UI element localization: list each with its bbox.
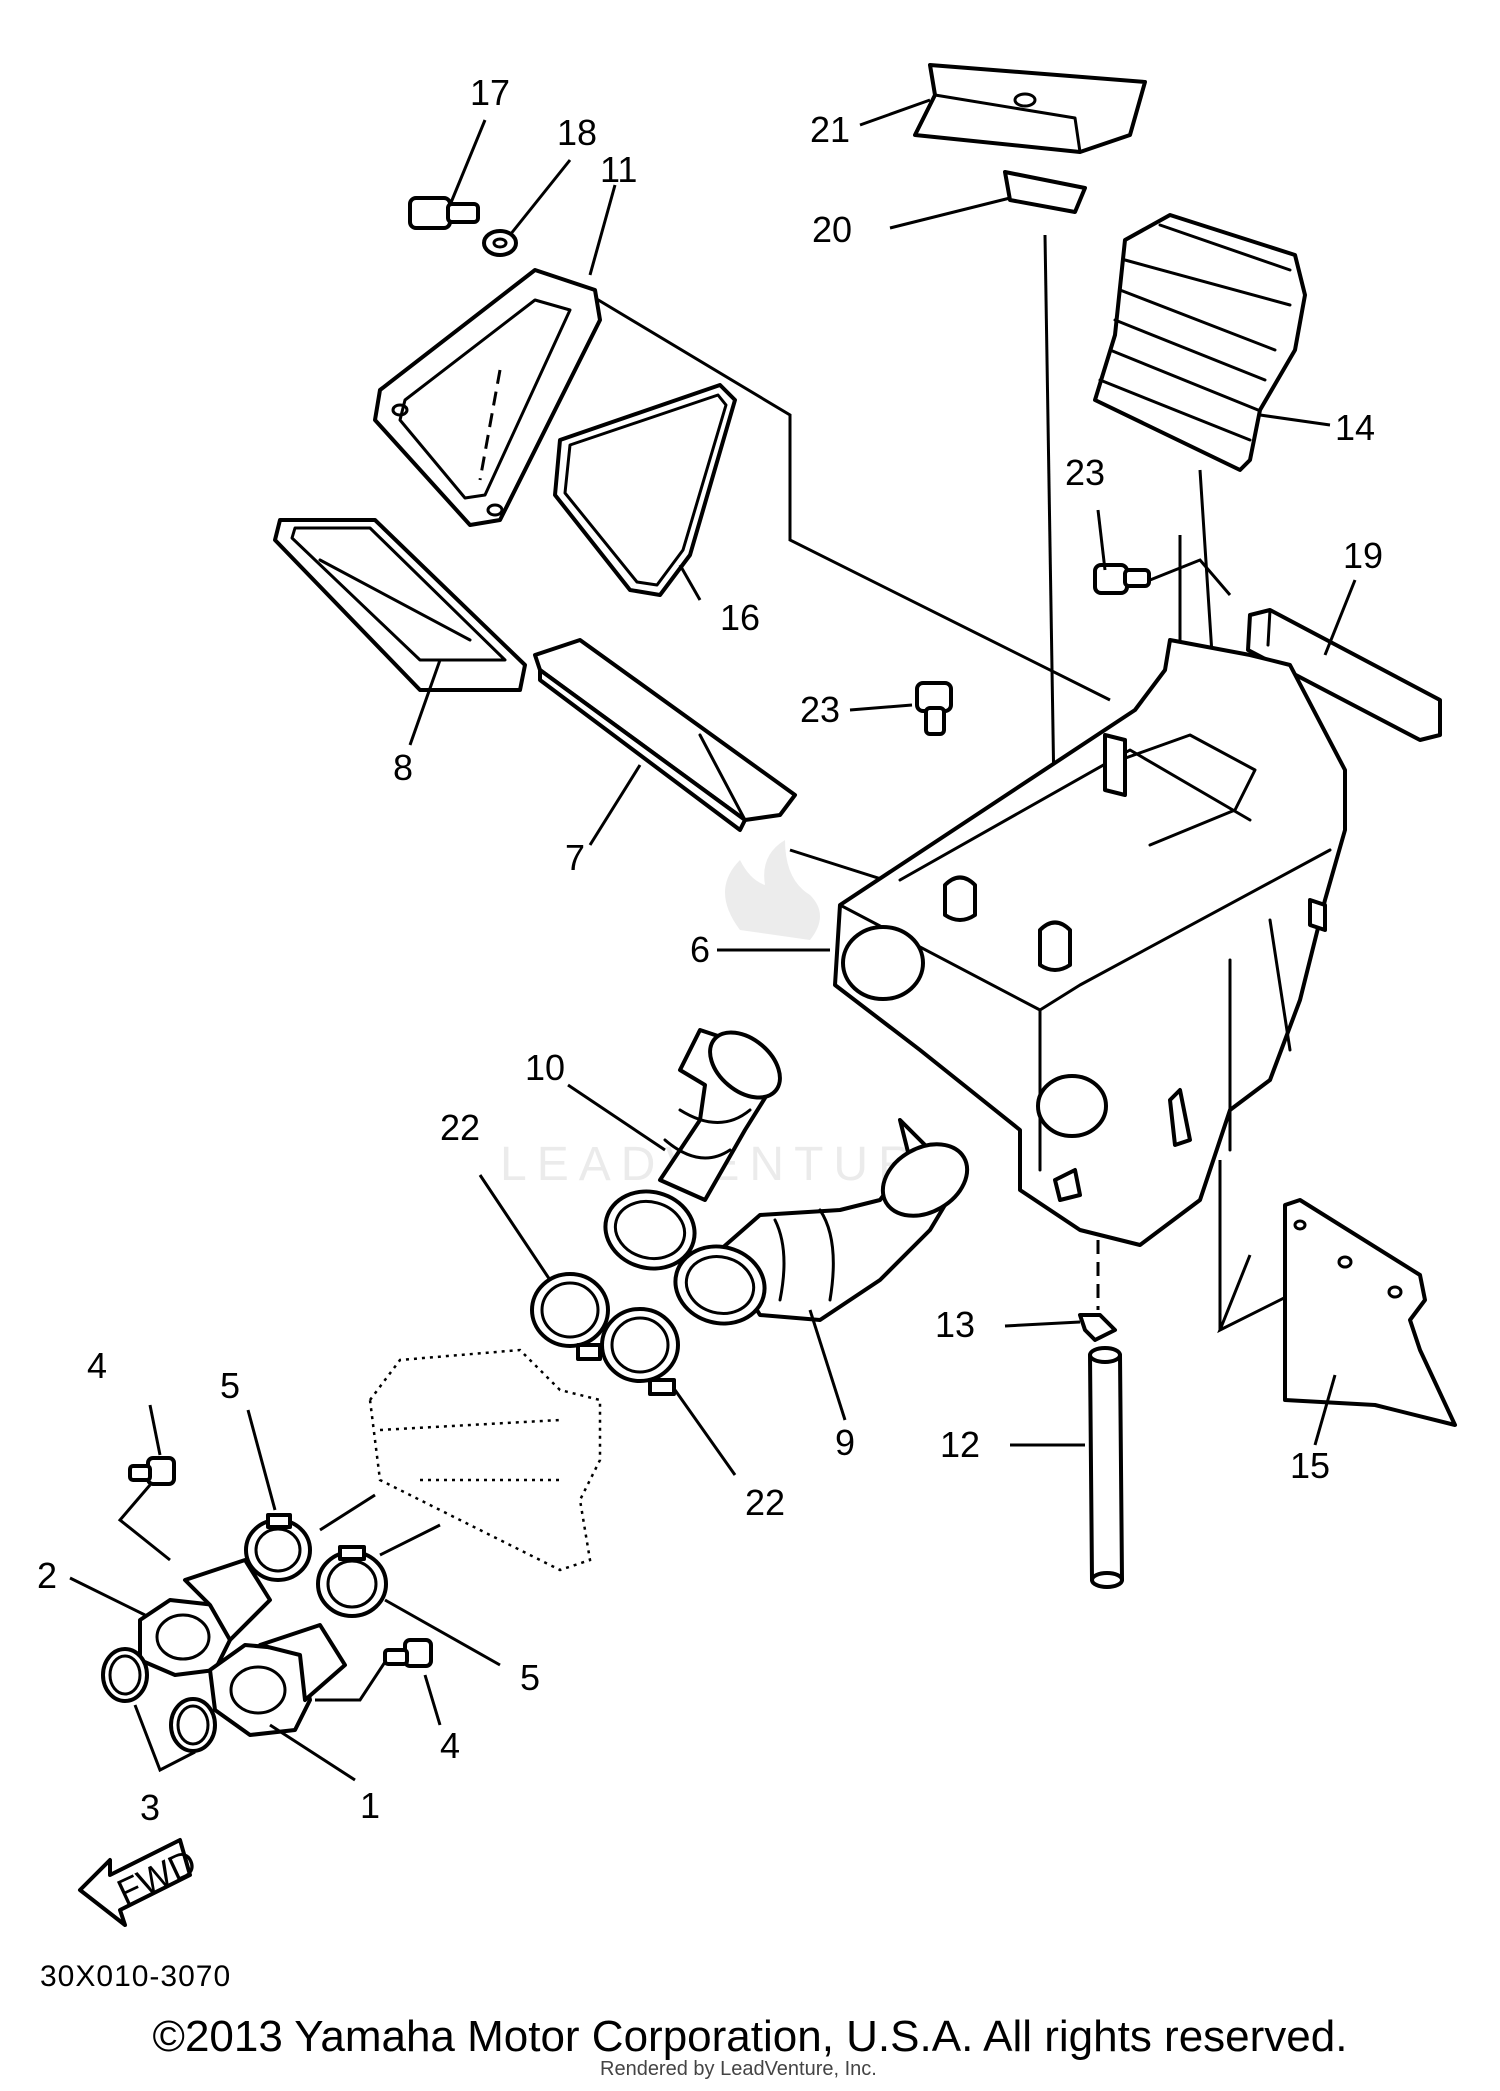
- rendered-by-notice: Rendered by LeadVenture, Inc.: [600, 2058, 877, 2080]
- part-22-clamp-left: [530, 1272, 610, 1361]
- callout-15: 15: [1290, 1445, 1330, 1486]
- fwd-direction-arrow: FWD: [78, 1838, 202, 1927]
- callout-10: 10: [525, 1047, 565, 1088]
- part-5-clamp-upper: [244, 1513, 312, 1582]
- part-15-plate: [1283, 1198, 1457, 1427]
- part-4-screw-lower: [383, 1638, 433, 1668]
- part-20-pad: [1003, 170, 1087, 214]
- callout-8: 8: [393, 747, 413, 788]
- callout-19: 19: [1343, 535, 1383, 576]
- part-11-cover: [373, 268, 602, 527]
- part-14-intake-duct: [1093, 213, 1307, 472]
- callout-7: 7: [565, 837, 585, 878]
- part-3-o-ring-left: [101, 1647, 149, 1703]
- callout-23-lower: 23: [800, 689, 840, 730]
- diagram-code: 30X010-3070: [40, 1960, 232, 1993]
- part-13-clip: [1078, 1240, 1117, 1342]
- callout-20: 20: [812, 209, 852, 250]
- callout-9: 9: [835, 1422, 855, 1463]
- part-10-joint: [603, 1028, 782, 1271]
- callout-1: 1: [360, 1785, 380, 1826]
- callout-16: 16: [720, 597, 760, 638]
- carburetor-outline: [368, 1348, 602, 1572]
- part-6-air-cleaner-case: [833, 638, 1347, 1247]
- leader-lines: [69, 98, 1357, 1782]
- callout-23-upper: 23: [1065, 452, 1105, 493]
- part-9-joint: [673, 1118, 970, 1326]
- part-5-clamp-lower: [316, 1545, 388, 1618]
- callout-22-upper: 22: [440, 1107, 480, 1148]
- callout-3: 3: [140, 1787, 160, 1828]
- callout-17: 17: [470, 72, 510, 113]
- callout-5-upper: 5: [220, 1365, 240, 1406]
- callout-2: 2: [37, 1555, 57, 1596]
- callout-14: 14: [1335, 407, 1375, 448]
- part-19-foam-strip: [1246, 608, 1442, 742]
- copyright-notice: ©2013 Yamaha Motor Corporation, U.S.A. A…: [152, 2012, 1348, 2061]
- callout-labels: 17 18 11 21 20 14 23 19 16 8 7 23 6 10 2…: [37, 72, 1383, 1828]
- part-12-drain-hose: [1088, 1346, 1124, 1589]
- part-23-bolt-lower: [915, 681, 953, 736]
- part-8-filter-plate: [273, 518, 527, 692]
- callout-4-lower: 4: [440, 1725, 460, 1766]
- callout-18: 18: [557, 112, 597, 153]
- callout-6: 6: [690, 929, 710, 970]
- part-7-filter-element: [533, 638, 797, 832]
- callout-5-lower: 5: [520, 1657, 540, 1698]
- callout-13: 13: [935, 1304, 975, 1345]
- part-21-cover: [913, 63, 1147, 154]
- part-3-o-ring-right: [169, 1697, 217, 1753]
- part-18-washer: [482, 229, 518, 257]
- part-16-gasket: [553, 383, 737, 597]
- part-17-bolt: [408, 196, 480, 230]
- part-4-screw-upper: [128, 1456, 176, 1486]
- callout-4-upper: 4: [87, 1345, 107, 1386]
- callout-21: 21: [810, 109, 850, 150]
- callout-22-lower: 22: [745, 1482, 785, 1523]
- callout-12: 12: [940, 1424, 980, 1465]
- part-1-manifold: [208, 1623, 347, 1737]
- part-23-bolt-upper: [1093, 563, 1151, 595]
- part-22-clamp-right: [600, 1307, 680, 1396]
- callout-11: 11: [600, 149, 637, 190]
